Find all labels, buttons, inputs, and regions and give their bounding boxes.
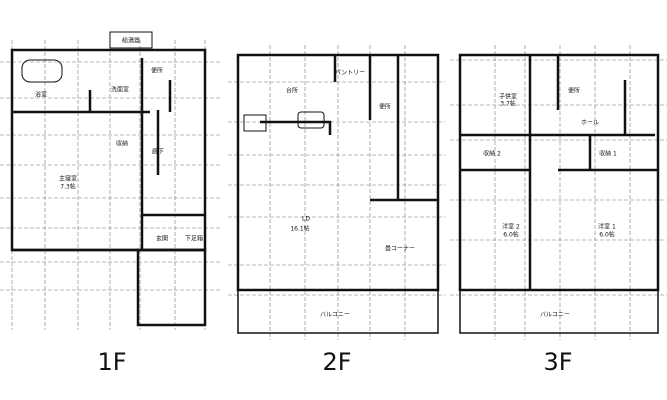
room-toilet-3f: 便所: [567, 87, 581, 95]
room-toilet-2f: 便所: [378, 103, 392, 111]
floor-label-3f: 3F: [543, 348, 573, 376]
room-ld: LD: [302, 215, 310, 223]
floor-label-2f: 2F: [322, 348, 352, 376]
room-tatami-corner: 畳コーナー: [384, 245, 416, 253]
room-storage-2: 収納 2: [483, 150, 501, 158]
water-heater: 給湯器: [121, 37, 141, 45]
room-kitchen: 台所: [285, 87, 299, 95]
room-shoe-cabinet: 下足箱: [184, 235, 204, 243]
room-washroom: 洗面室: [110, 86, 130, 94]
room-master-size: 7.3帖: [60, 183, 76, 191]
room-western-2: 洋室 2: [502, 223, 520, 231]
floor-label-1f: 1F: [97, 348, 127, 376]
room-hallway: 廊下: [151, 148, 165, 156]
room-hall-3f: ホール: [580, 119, 600, 127]
room-kids: 子供室: [498, 93, 518, 101]
room-balcony-3f: バルコニー: [540, 311, 570, 319]
room-toilet-1f: 便所: [150, 67, 164, 75]
room-western-1: 洋室 1: [598, 223, 616, 231]
room-western-2-size: 6.0帖: [503, 231, 519, 239]
room-master-bedroom: 主寝室: [58, 175, 78, 183]
room-western-1-size: 6.0帖: [599, 231, 615, 239]
room-entrance: 玄関: [155, 235, 169, 243]
room-pantry: パントリー: [334, 69, 366, 77]
room-bath: 浴室: [34, 91, 48, 99]
room-ld-size: 16.1帖: [290, 225, 310, 233]
room-storage-1: 収納 1: [599, 150, 617, 158]
room-storage-1f: 収納: [115, 140, 129, 148]
room-balcony-2f: バルコニー: [320, 311, 350, 319]
room-kids-size: 3.7帖: [500, 100, 516, 108]
